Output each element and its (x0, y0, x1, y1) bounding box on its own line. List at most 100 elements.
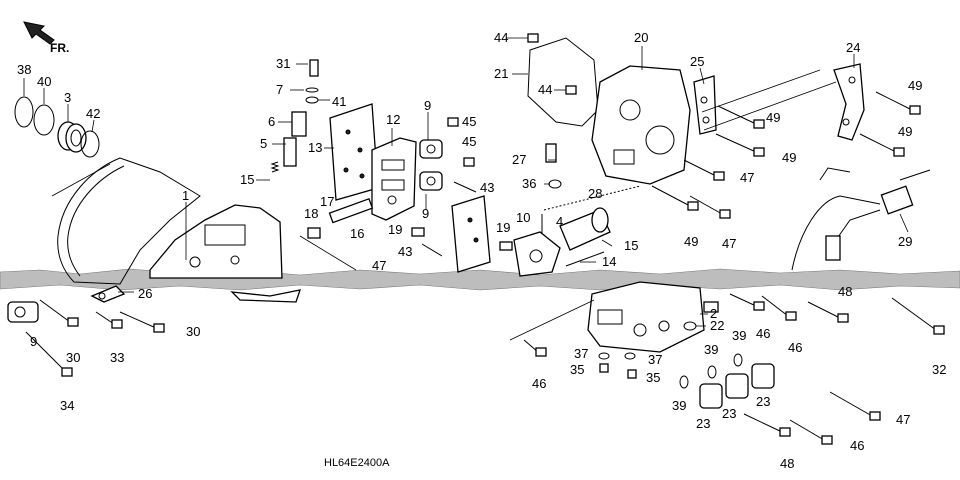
bolt-48-b (743, 413, 791, 437)
valve-assembly-10 (513, 231, 561, 277)
callout-6: 6 (268, 114, 275, 129)
callout-45-a: 45 (462, 114, 476, 129)
callout-17: 17 (320, 194, 334, 209)
callout-labels: 38 40 3 42 1 26 30 33 9 30 34 31 7 41 6 … (17, 30, 946, 471)
clip-19-a (411, 227, 425, 237)
bolt-46-d (789, 419, 833, 445)
callout-4: 4 (556, 214, 563, 229)
callout-37-b: 37 (648, 352, 662, 367)
bolt-49-a (875, 91, 921, 115)
callout-25: 25 (690, 54, 704, 69)
callout-12: 12 (386, 112, 400, 127)
separator-plate-center (451, 195, 491, 273)
callout-23-c: 23 (756, 394, 770, 409)
callout-48-b: 48 (780, 456, 794, 471)
callout-49-c: 49 (898, 124, 912, 139)
bolt-35-b (627, 369, 637, 379)
callout-43-a: 43 (480, 180, 494, 195)
callout-14: 14 (602, 254, 616, 269)
callout-47-a: 47 (372, 258, 386, 273)
callout-36: 36 (522, 176, 536, 191)
lower-valve-body (587, 281, 705, 353)
callout-9-left: 9 (30, 334, 37, 349)
callout-44-a: 44 (494, 30, 508, 45)
callout-9-b: 9 (422, 206, 429, 221)
callout-24: 24 (846, 40, 860, 55)
callout-1: 1 (182, 188, 189, 203)
transmission-cover-1 (149, 204, 301, 303)
callout-27: 27 (512, 152, 526, 167)
sensor-27 (545, 143, 557, 163)
bolt-49-d (715, 133, 765, 157)
cover-gasket (57, 157, 201, 285)
callout-46-b: 46 (756, 326, 770, 341)
callout-35-b: 35 (646, 370, 660, 385)
callout-15-a: 15 (240, 172, 254, 187)
callout-21: 21 (494, 66, 508, 81)
o-ring-39-a (679, 375, 689, 389)
o-ring-42 (80, 130, 100, 158)
callout-34: 34 (60, 398, 74, 413)
callout-43-b: 43 (398, 244, 412, 259)
callout-3: 3 (64, 90, 71, 105)
callout-33: 33 (110, 350, 124, 365)
bolt-47-a (683, 159, 725, 181)
leader-lines (23, 37, 909, 327)
front-direction-arrow: FR. (23, 21, 69, 55)
callout-37-a: 37 (574, 346, 588, 361)
bolt-49-e (651, 185, 699, 211)
pressure-switch-23-a (699, 383, 723, 409)
callout-47-d: 47 (896, 412, 910, 427)
callout-47-b: 47 (740, 170, 754, 185)
callout-15-b: 15 (624, 238, 638, 253)
wire-harness-29 (791, 167, 931, 271)
callout-19-b: 19 (496, 220, 510, 235)
callout-5: 5 (260, 136, 267, 151)
callout-35-a: 35 (570, 362, 584, 377)
callout-19-a: 19 (388, 222, 402, 237)
bolt-47-b (689, 195, 731, 219)
bolt-46-b (761, 295, 797, 321)
bolt-33 (95, 311, 123, 329)
separator-plate-13 (329, 103, 379, 201)
callout-39-c: 39 (672, 398, 686, 413)
callout-39-b: 39 (732, 328, 746, 343)
callout-28: 28 (588, 186, 602, 201)
o-ring-40 (33, 104, 55, 136)
clip-19-b (499, 241, 513, 251)
bolt-32 (891, 297, 945, 335)
spool-16 (328, 197, 374, 224)
callout-46-c: 46 (788, 340, 802, 355)
plug-2 (703, 301, 719, 313)
bolt-46-c (523, 339, 547, 357)
callout-39-a: 39 (704, 342, 718, 357)
o-ring-39-c (733, 353, 743, 367)
pressure-switch-23-c (751, 363, 775, 389)
callout-32: 32 (932, 362, 946, 377)
shaft-14 (565, 251, 605, 267)
dowel-43-b (421, 243, 443, 257)
assembly-guide-lines (51, 69, 837, 341)
bolt-30-b (119, 311, 165, 333)
front-direction-label: FR. (50, 41, 69, 55)
callout-45-b: 45 (462, 134, 476, 149)
callout-41: 41 (332, 94, 346, 109)
bolt-49-c (859, 133, 905, 157)
dowel-44-b (565, 85, 577, 95)
callout-46-d: 46 (850, 438, 864, 453)
callout-49-b: 49 (766, 110, 780, 125)
callout-38: 38 (17, 62, 31, 77)
bracket-25 (693, 75, 717, 135)
callout-23-b: 23 (722, 406, 736, 421)
callout-40: 40 (37, 74, 51, 89)
callout-13: 13 (308, 140, 322, 155)
callout-7: 7 (276, 82, 283, 97)
callout-49-e: 49 (684, 234, 698, 249)
callout-18: 18 (304, 206, 318, 221)
bolt-45-b (463, 157, 475, 167)
bracket-24 (833, 63, 865, 141)
callout-10: 10 (516, 210, 530, 225)
transmission-case-20 (591, 65, 691, 185)
bolt-35-a (599, 363, 609, 373)
